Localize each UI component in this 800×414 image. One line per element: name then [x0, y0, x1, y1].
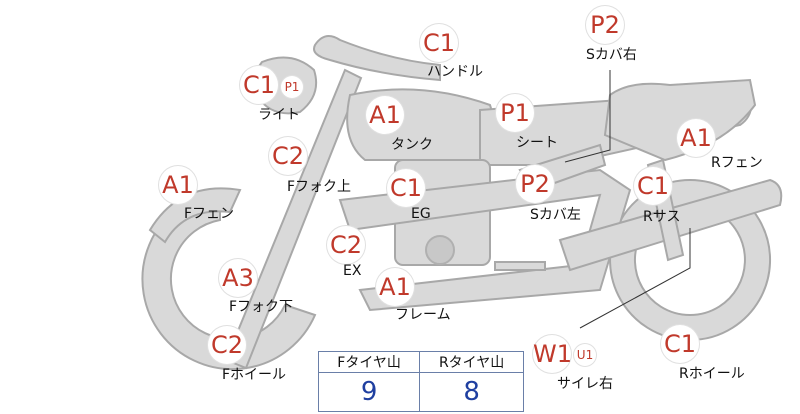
r-fender-grade-badge: A1	[677, 119, 715, 157]
f-fork-lower-grade-badge: A3	[219, 259, 257, 297]
seat-label: シート	[516, 135, 558, 151]
f-fender-grade-badge: A1	[159, 166, 197, 204]
f-wheel-grade-badge: C2	[208, 326, 246, 364]
f-fork-lower-label: Fフォク下	[229, 299, 294, 315]
s-cover-l-label: Sカバ左	[530, 207, 581, 223]
seat-grade-badge: P1	[496, 94, 534, 132]
f-fender-label: Fフェン	[184, 206, 235, 222]
light-grade-badge: C1	[240, 66, 278, 104]
ex-grade-badge: C2	[327, 226, 365, 264]
r-wheel-label: Rホイール	[679, 366, 745, 382]
r-sus-label: Rサス	[643, 209, 681, 225]
muffler-r-label: サイレ右	[557, 376, 613, 392]
f-fork-upper-label: Fフォク上	[287, 179, 352, 195]
f-fork-upper-grade-badge: C2	[269, 137, 307, 175]
muffler-r-grade-badge: W1	[533, 335, 572, 373]
leader-line-muffler	[579, 228, 691, 329]
light-label: ライト	[258, 107, 300, 123]
frame-grade-badge: A1	[376, 268, 414, 306]
front-tire-header: Fタイヤ山	[317, 351, 421, 373]
light-sub-badge: P1	[281, 76, 303, 98]
handle-label: ハンドル	[427, 64, 483, 80]
ex-label: EX	[343, 263, 362, 279]
s-cover-r-grade-badge: P2	[586, 6, 624, 44]
tank-label: タンク	[391, 137, 433, 153]
tank-grade-badge: A1	[366, 96, 404, 134]
r-sus-grade-badge: C1	[634, 167, 672, 205]
handlebar-shape	[313, 35, 441, 82]
eg-label: EG	[411, 206, 431, 222]
handle-grade-badge: C1	[420, 24, 458, 62]
eg-grade-badge: C1	[387, 169, 425, 207]
s-cover-r-label: Sカバ右	[586, 47, 637, 63]
s-cover-l-grade-badge: P2	[516, 165, 554, 203]
rear-tire-value: 8	[419, 372, 524, 412]
rear-tire-header: Rタイヤ山	[419, 351, 524, 373]
rear-fender-shape	[603, 78, 757, 162]
front-wheel-shape	[141, 188, 317, 371]
front-fender-shape	[148, 187, 242, 244]
r-wheel-grade-badge: C1	[661, 325, 699, 363]
linkage-shape	[494, 261, 546, 271]
front-fork-shape	[224, 68, 363, 370]
muffler-r-sub-badge: U1	[574, 344, 596, 366]
front-tire-value: 9	[317, 372, 421, 412]
frame-label: フレーム	[395, 307, 451, 323]
f-wheel-label: Fホイール	[222, 367, 287, 383]
leader-line-s-cover	[564, 70, 611, 163]
tire-tread-table: Fタイヤ山 Rタイヤ山 9 8	[317, 351, 524, 412]
r-fender-label: Rフェン	[711, 155, 763, 171]
